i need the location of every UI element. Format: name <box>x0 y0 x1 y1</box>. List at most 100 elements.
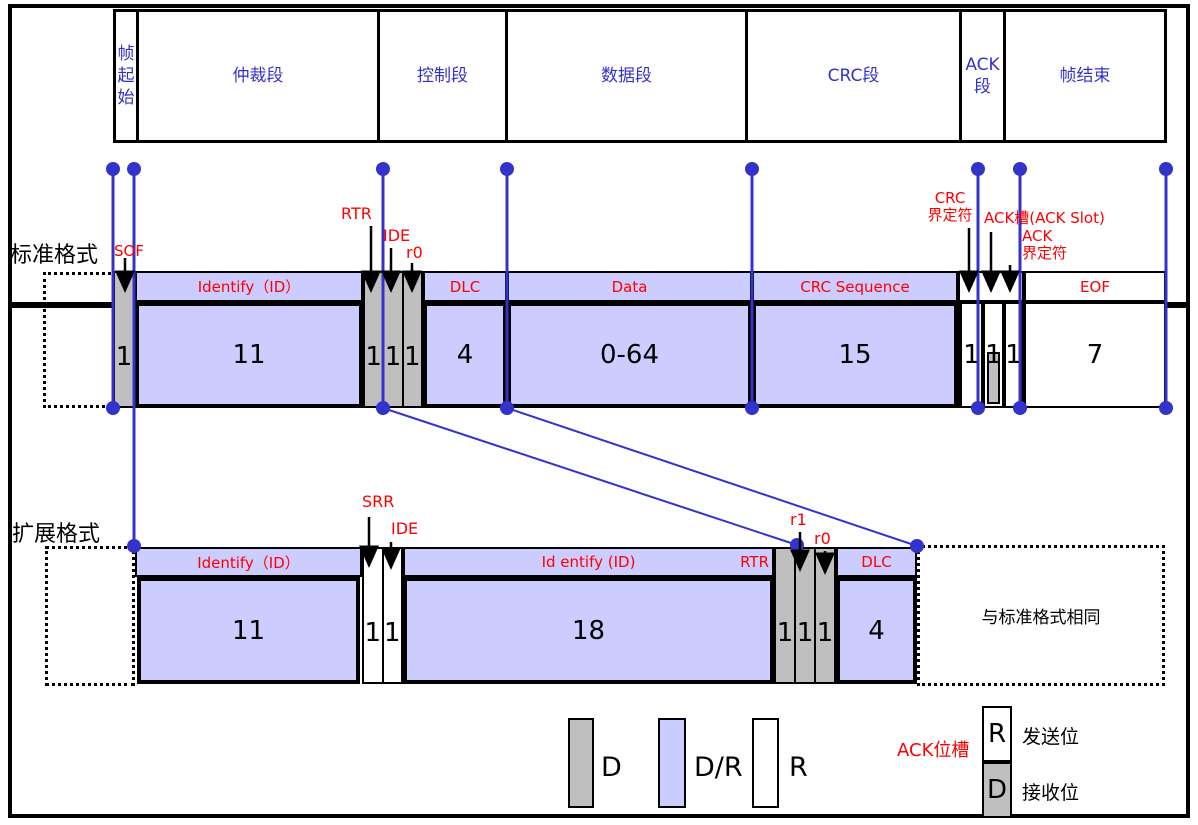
header-segment-ack: ACK段 <box>962 12 1006 140</box>
standard-eof-bit-count: 7 <box>1086 340 1104 370</box>
extended-rtr-bit-cell: 1 <box>776 549 794 682</box>
extended-identify-band-label: Identify（ID） <box>197 553 300 572</box>
header-segment-label: 帧起始 <box>117 43 135 109</box>
extended-rtr-r1-r0-group: 1 1 1 <box>774 547 836 684</box>
extended-same-as-standard-box: 与标准格式相同 <box>917 545 1165 686</box>
standard-crc-cell: 15 <box>752 302 958 408</box>
r0-bit-cell: 1 <box>401 273 421 406</box>
extended-dlc-cell: 4 <box>836 577 917 684</box>
extended-ide-annotation: IDE <box>391 519 419 538</box>
extended-dlc-band-label: DLC <box>861 553 892 571</box>
crc-delimiter-cell: 1 <box>958 302 983 408</box>
extended-r0-annotation: r0 <box>814 529 831 548</box>
standard-dlc-bit-count: 4 <box>456 340 474 370</box>
send-bit-label: 发送位 <box>1022 726 1080 748</box>
header-segment-control: 控制段 <box>380 12 508 140</box>
extended-identify2-band: Id entify (ID) RTR <box>403 547 774 577</box>
legend-dr-label: D/R <box>694 752 743 783</box>
sof-annotation: SOF <box>114 242 144 260</box>
legend-d-label: D <box>601 752 622 783</box>
header-segment-crc: CRC段 <box>748 12 962 140</box>
extended-rtr-bit-count: 1 <box>776 617 794 648</box>
header-segment-label: 控制段 <box>417 65 468 86</box>
srr-bit-count: 1 <box>364 617 382 648</box>
extended-rtr-band-label: RTR <box>740 553 769 571</box>
extended-identify-cell: 11 <box>137 577 360 684</box>
ack-slot-legend-receive-letter: D <box>986 775 1008 805</box>
standard-identify-band: Identify（ID） <box>135 271 363 302</box>
rtr-bit-count: 1 <box>365 342 382 372</box>
standard-crc-bit-count: 15 <box>838 340 872 370</box>
ack-slot-receive-half <box>987 352 1000 404</box>
header-segment-data: 数据段 <box>508 12 748 140</box>
rtr-bit-cell: 1 <box>365 273 382 406</box>
srr-annotation: SRR <box>362 492 395 511</box>
ack-delimiter-annotation-line1: ACK <box>1022 227 1053 245</box>
extended-identify2-band-label: Id entify (ID) <box>541 553 636 571</box>
sof-cell: 1 <box>113 271 135 408</box>
crc-delimiter-annotation: CRC 界定符 <box>918 190 982 223</box>
same-as-standard-note: 与标准格式相同 <box>981 608 1101 628</box>
standard-eof-band: EOF <box>1024 271 1166 302</box>
ack-delimiter-bit-count: 1 <box>1005 340 1022 370</box>
header-segment-label: 帧结束 <box>1059 65 1111 86</box>
standard-data-bit-count: 0-64 <box>599 340 659 370</box>
extended-dlc-band: DLC <box>836 547 917 577</box>
extended-r0-bit-count: 1 <box>816 617 834 648</box>
header-segment-frame-start: 帧起始 <box>116 12 139 140</box>
ide-bit-cell: 1 <box>382 273 401 406</box>
extended-ide-bit-count: 1 <box>383 617 401 648</box>
r0-annotation: r0 <box>406 243 423 262</box>
ack-slot-cell: 1 <box>983 302 1004 408</box>
ack-delimiter-annotation-line2: 界定符 <box>1022 243 1068 262</box>
crc-delimiter-annotation-line1: CRC <box>934 189 966 207</box>
sof-bit-count: 1 <box>115 342 133 372</box>
ack-delimiter-annotation: ACK 界定符 <box>1022 228 1067 261</box>
crc-delimiter-annotation-line2: 界定符 <box>927 205 973 224</box>
legend-d-swatch <box>568 718 594 808</box>
header-segment-frame-end: 帧结束 <box>1006 12 1164 140</box>
legend-dr-swatch <box>658 718 686 808</box>
receive-bit-label: 接收位 <box>1022 782 1080 804</box>
segment-header-table: 帧起始 仲裁段 控制段 数据段 CRC段 ACK段 帧结束 <box>113 9 1167 143</box>
header-segment-label: 仲裁段 <box>232 65 284 86</box>
standard-eof-cell: 7 <box>1024 302 1166 408</box>
ack-slot-legend-title: ACK位槽 <box>897 740 970 761</box>
header-segment-label: CRC段 <box>827 65 880 86</box>
legend-r-label: R <box>789 752 808 783</box>
extended-format-title: 扩展格式 <box>12 522 101 547</box>
standard-rtr-ide-r0-group: 1 1 1 <box>363 271 423 408</box>
header-segment-label: 数据段 <box>601 65 652 86</box>
r1-bit-cell: 1 <box>794 549 814 682</box>
outer-border <box>8 4 1190 818</box>
standard-dlc-band-label: DLC <box>449 277 481 296</box>
header-segment-label: ACK段 <box>965 54 1000 97</box>
ack-area-band <box>958 271 1024 302</box>
ack-slot-bit-count: 1 <box>985 340 1002 370</box>
standard-data-band: Data <box>507 271 752 302</box>
ack-slot-legend-send-letter: R <box>987 719 1007 749</box>
ack-slot-annotation: ACK槽(ACK Slot) <box>984 209 1105 227</box>
ack-slot-legend-send-box: R <box>982 706 1012 762</box>
r0-bit-count: 1 <box>404 342 421 372</box>
extended-identify2-bit-count: 18 <box>571 615 606 646</box>
srr-bit-cell: 1 <box>364 549 382 682</box>
ide-annotation: IDE <box>383 226 411 245</box>
extended-identify2-cell: 18 <box>403 577 774 684</box>
header-segment-arbitration: 仲裁段 <box>139 12 380 140</box>
standard-identify-cell: 11 <box>135 302 363 408</box>
extended-r0-bit-cell: 1 <box>814 549 834 682</box>
extended-dlc-bit-count: 4 <box>868 615 885 646</box>
r1-bit-count: 1 <box>796 617 814 648</box>
extended-identify-bit-count: 11 <box>231 615 266 646</box>
legend-r-swatch <box>752 718 779 808</box>
standard-eof-band-label: EOF <box>1080 277 1110 296</box>
sof-bit: 1 <box>115 273 133 406</box>
standard-identify-bit-count: 11 <box>232 340 266 370</box>
standard-data-band-label: Data <box>611 277 648 296</box>
rtr-annotation: RTR <box>341 204 372 223</box>
standard-data-cell: 0-64 <box>507 302 752 408</box>
ide-bit-count: 1 <box>384 342 402 372</box>
extended-srr-ide-group: 1 1 <box>362 547 403 684</box>
